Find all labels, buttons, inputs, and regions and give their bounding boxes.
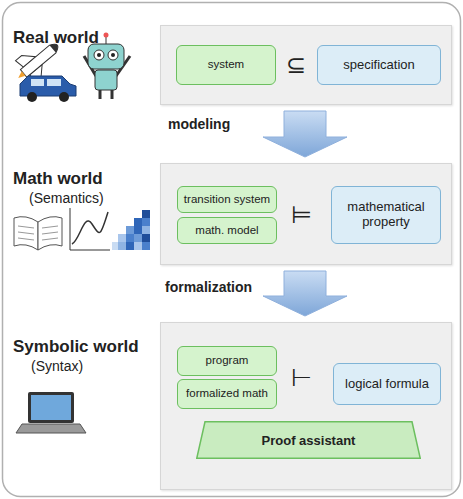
book-icon bbox=[14, 217, 62, 250]
proof-assistant-base: Proof assistant bbox=[196, 421, 421, 459]
book-lines bbox=[18, 226, 58, 240]
robot-body bbox=[95, 70, 117, 90]
heatmap-cell bbox=[112, 242, 118, 250]
laptop-screen bbox=[31, 395, 71, 420]
robot-eye bbox=[94, 50, 104, 60]
heatmap-cell bbox=[118, 242, 126, 250]
car-wheel bbox=[27, 92, 37, 102]
robot-head bbox=[88, 44, 124, 69]
robot-leg bbox=[99, 90, 102, 99]
world-heading: Real world bbox=[13, 28, 99, 48]
heatmap-cell bbox=[142, 210, 150, 218]
robot-pupil bbox=[97, 53, 101, 57]
formula-box: logical formula bbox=[333, 363, 441, 405]
world-heading: Symbolic world bbox=[13, 337, 139, 357]
graph-curve bbox=[72, 212, 108, 244]
box-label: system bbox=[208, 58, 244, 71]
graph-icon bbox=[70, 208, 110, 250]
property-box: mathematical property bbox=[331, 186, 441, 244]
specification-box: specification bbox=[317, 45, 441, 85]
heatmap-cell bbox=[126, 226, 134, 234]
box-label: logical formula bbox=[345, 377, 429, 392]
car-icon bbox=[20, 76, 76, 102]
box-label: math. model bbox=[195, 224, 258, 237]
box-label: transition system bbox=[184, 193, 270, 206]
heatmap-icon bbox=[112, 210, 150, 250]
subset-symbol: ⊆ bbox=[281, 53, 311, 77]
world-subheading: (Syntax) bbox=[31, 358, 83, 374]
robot-leg bbox=[111, 90, 114, 99]
robot-antenna-tip bbox=[104, 33, 109, 38]
heatmap-cell bbox=[142, 242, 150, 250]
heatmap-cell bbox=[142, 226, 150, 234]
step-label: formalization bbox=[165, 279, 252, 295]
box-label: Proof assistant bbox=[262, 433, 356, 448]
heatmap-cell bbox=[118, 234, 126, 242]
heatmap-cell bbox=[134, 218, 142, 226]
trapezoid-shape bbox=[197, 422, 421, 459]
laptop-base bbox=[16, 424, 86, 433]
robot-eye bbox=[108, 50, 118, 60]
car-window bbox=[47, 79, 61, 86]
heatmap-cell bbox=[126, 234, 134, 242]
world-subheading: (Semantics) bbox=[29, 190, 104, 206]
outer-frame bbox=[3, 3, 461, 497]
heatmap-cell bbox=[142, 234, 150, 242]
model-box: transition system bbox=[177, 186, 277, 213]
box-label: mathematical property bbox=[334, 200, 438, 230]
block-arrow bbox=[263, 271, 347, 316]
block-arrow bbox=[263, 111, 347, 157]
graph-axes bbox=[70, 208, 110, 250]
robot-pupil bbox=[111, 53, 115, 57]
heatmap-cell bbox=[134, 226, 142, 234]
program-box: program bbox=[177, 346, 277, 376]
car-body bbox=[20, 76, 76, 96]
model-box: math. model bbox=[177, 217, 277, 244]
world-heading: Math world bbox=[13, 169, 103, 189]
step-label: modeling bbox=[168, 116, 230, 132]
proves-symbol: ⊢ bbox=[286, 366, 316, 390]
program-box: formalized math bbox=[177, 379, 277, 409]
box-label: specification bbox=[343, 58, 415, 73]
laptop-icon bbox=[16, 392, 86, 433]
system-box: system bbox=[176, 45, 276, 85]
car-wheel bbox=[59, 92, 69, 102]
world-panel: Symbolic world(Syntax)programformalized … bbox=[160, 322, 452, 490]
shuttle-flame bbox=[16, 71, 25, 80]
models-symbol: ⊨ bbox=[286, 203, 316, 227]
car-window bbox=[31, 79, 44, 86]
laptop-screen-frame bbox=[28, 392, 74, 423]
heatmap-cell bbox=[134, 234, 142, 242]
box-label: program bbox=[206, 354, 249, 367]
heatmap-cell bbox=[142, 218, 150, 226]
box-label: formalized math bbox=[186, 387, 268, 400]
heatmap-cell bbox=[134, 242, 142, 250]
heatmap-cell bbox=[126, 242, 134, 250]
